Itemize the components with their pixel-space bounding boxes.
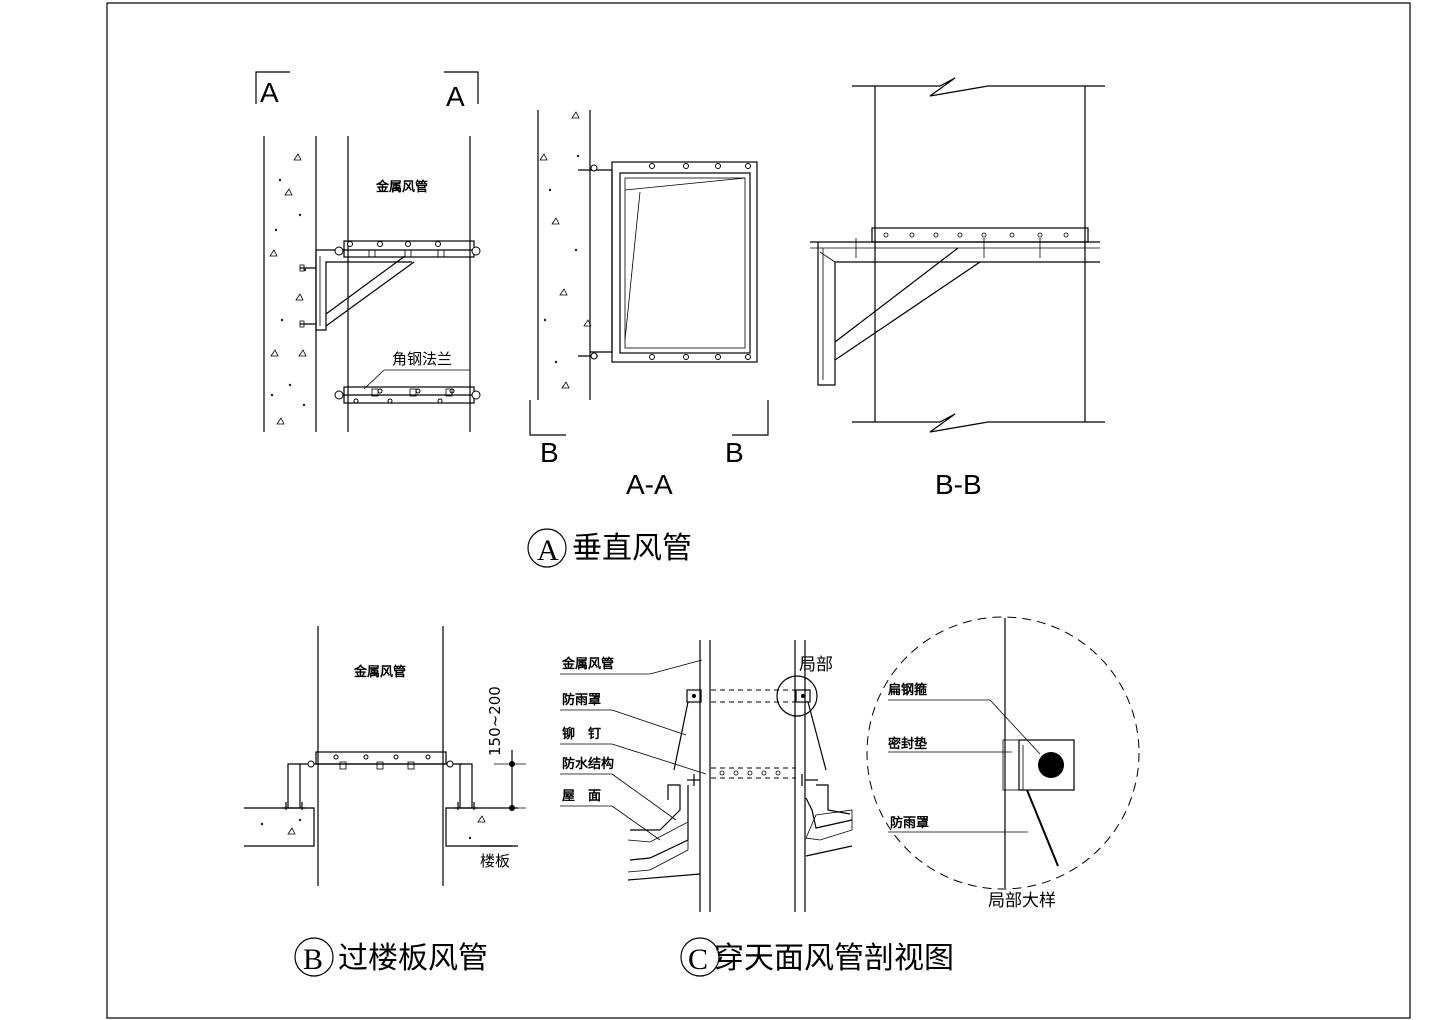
c-label-rain-cover: 防雨罩 — [562, 692, 601, 708]
cut-label-b-left: B — [540, 437, 559, 468]
bb-flange — [871, 227, 1089, 243]
section-bb: B-B — [810, 77, 1105, 500]
b-support-right — [459, 763, 473, 808]
c-local-callout-circle — [776, 675, 818, 717]
cut-mark-a-left — [255, 71, 290, 104]
cut-mark-a-right — [444, 71, 479, 104]
c-waterproof-right — [805, 809, 853, 841]
c-label-duct: 金属风管 — [561, 656, 614, 672]
c-waterproof-left — [627, 821, 689, 873]
title-a-text: 垂直风管 — [572, 531, 692, 566]
title-c-text: 穿天面风管剖视图 — [714, 941, 954, 976]
aa-duct-inner — [619, 172, 751, 354]
view-label-bb: B-B — [935, 469, 982, 500]
detail-bolt — [1038, 752, 1064, 778]
c-label-roof: 屋 面 — [562, 789, 601, 804]
bb-bracket-brace — [834, 247, 981, 361]
cut-mark-b-left — [529, 400, 566, 436]
flange-leader — [363, 369, 385, 390]
bb-break-line-bottom — [852, 413, 1105, 433]
b-dimension-text: 150~200 — [486, 686, 504, 756]
b-slab-left — [244, 807, 315, 847]
b-duct-label: 金属风管 — [353, 664, 406, 680]
c-upstand-right — [816, 784, 851, 815]
c-label-waterproof: 防水结构 — [562, 756, 614, 772]
c-label-rivet: 铆 钉 — [562, 726, 601, 742]
b-support-left — [287, 763, 301, 808]
c-leader-lines — [560, 659, 707, 841]
bb-break-line-top — [852, 77, 1105, 97]
detail-rain-cover — [1026, 789, 1059, 867]
lower-flange-bolts — [334, 388, 481, 404]
section-aa: B B A-A — [529, 110, 769, 500]
wall-concrete-fill — [269, 153, 307, 425]
local-detail: 扁钢箍 密封垫 防雨罩 局部大样 — [866, 616, 1140, 911]
title-b-mark: B — [303, 943, 323, 976]
drawing-frame — [106, 2, 1411, 1019]
detail-leaders — [888, 699, 1041, 833]
detail-label-rain-cover: 防雨罩 — [890, 815, 929, 831]
title-b-text: 过楼板风管 — [338, 941, 488, 976]
detail-label-steel-band: 扁钢箍 — [888, 682, 927, 698]
detail-boundary — [866, 616, 1140, 890]
angle-steel-bracket — [299, 250, 415, 331]
detail-label-seal: 密封垫 — [887, 736, 927, 752]
upper-flange-bolts — [334, 241, 481, 258]
vertical-duct-elevation: A A 金属风管 — [255, 71, 481, 432]
bb-bracket — [817, 242, 1100, 386]
bb-flange-bolts — [855, 232, 1069, 258]
detail-clamp — [1018, 739, 1075, 791]
title-c-mark: C — [688, 943, 708, 976]
b-slab-right — [445, 807, 518, 847]
c-upstand-left — [630, 784, 681, 831]
aa-wall-concrete-fill — [539, 111, 592, 389]
title-c: C 穿天面风管剖视图 — [680, 937, 954, 977]
duct-label: 金属风管 — [375, 179, 428, 195]
c-clamp-left — [686, 689, 702, 703]
cut-label-a-left: A — [260, 77, 279, 108]
detail-title: 局部大样 — [988, 891, 1056, 911]
floor-slab-duct: 金属风管 150~200 楼板 — [244, 626, 526, 886]
flange-label: 角钢法兰 — [392, 350, 452, 368]
view-label-aa: A-A — [626, 469, 673, 500]
b-slab-label: 楼板 — [480, 852, 510, 870]
aa-flange-bolts — [590, 163, 751, 360]
aa-duct-fold-lines — [624, 177, 746, 341]
roof-penetration-section: 金属风管 防雨罩 铆 钉 防水结构 屋 面 局部 — [560, 640, 853, 912]
aa-duct-flange-frame — [611, 161, 758, 363]
c-clamp-right — [795, 689, 811, 703]
title-a: A 垂直风管 — [527, 528, 692, 568]
cut-mark-b-right — [732, 400, 769, 436]
cut-label-a-right: A — [446, 81, 465, 112]
title-b: B 过楼板风管 — [294, 937, 488, 977]
title-a-mark: A — [537, 534, 559, 567]
c-local-label: 局部 — [799, 655, 833, 675]
cut-label-b-right: B — [725, 437, 744, 468]
b-flange-bolts — [307, 754, 454, 770]
